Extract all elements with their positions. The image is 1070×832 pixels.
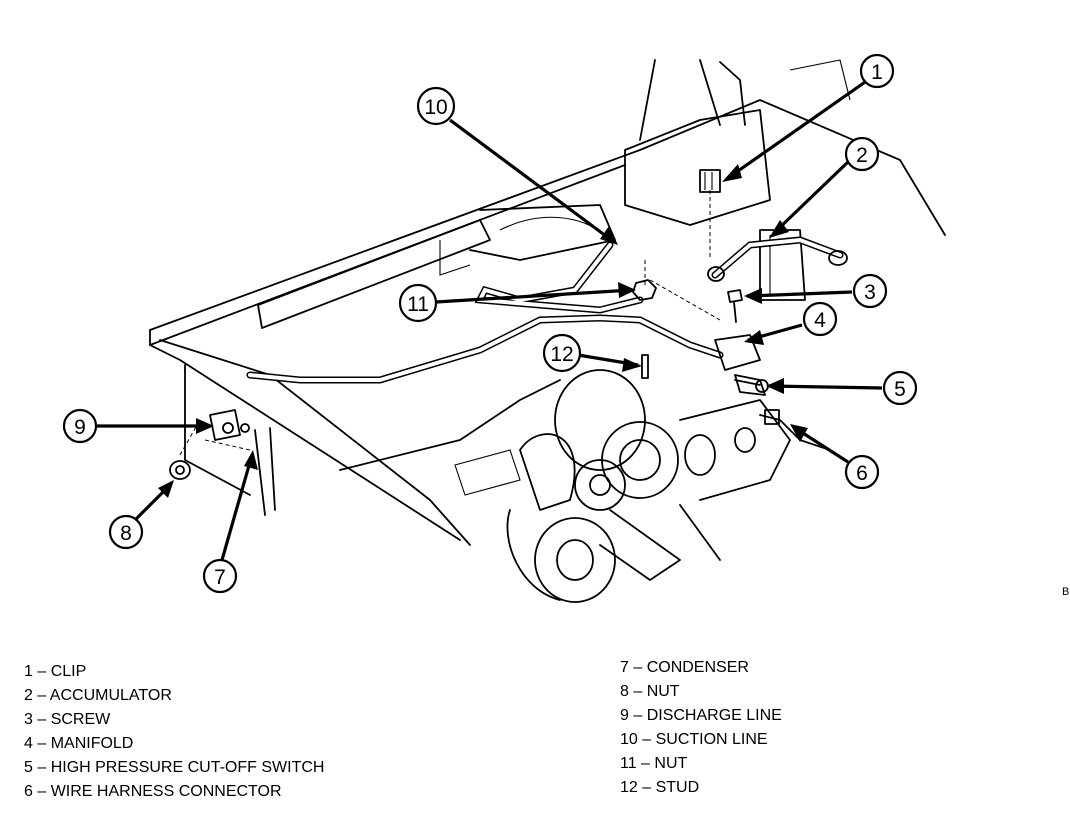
callout-7: 7	[202, 558, 238, 594]
callout-10: 10	[416, 86, 456, 126]
ac-plumbing-diagram: 1 2 3 4 5 6 7 8 9 10 11 12	[62, 53, 946, 603]
legend-item: 2 – ACCUMULATOR	[24, 687, 172, 704]
leader-11	[435, 288, 633, 304]
leader-10	[449, 118, 615, 244]
legend-item: 6 – WIRE HARNESS CONNECTOR	[24, 783, 282, 800]
svg-text:11: 11	[407, 293, 429, 316]
callout-12: 12	[542, 333, 582, 373]
legend-item: 8 – NUT	[620, 683, 680, 700]
engine-bay-drawing	[149, 59, 946, 603]
svg-text:3: 3	[864, 281, 876, 304]
arrowhead-6	[790, 424, 808, 442]
legend-item: 7 – CONDENSER	[620, 659, 749, 676]
arrowhead-12	[622, 358, 642, 372]
callout-2: 2	[844, 136, 880, 172]
arrowhead-3	[744, 288, 762, 304]
callout-9: 9	[62, 408, 98, 444]
figure-code: B	[1062, 586, 1070, 598]
svg-text:8: 8	[120, 522, 132, 545]
legend-left: 1 – CLIP 2 – ACCUMULATOR 3 – SCREW 4 – M…	[24, 660, 324, 804]
arrowhead-2	[769, 220, 789, 238]
callout-leaders	[96, 78, 883, 561]
legend-item: 11 – NUT	[620, 755, 688, 772]
arrowhead-10	[600, 226, 618, 245]
legend-item: 5 – HIGH PRESSURE CUT-OFF SWITCH	[24, 759, 325, 776]
legend-item: 1 – CLIP	[24, 663, 87, 680]
arrowhead-5	[766, 378, 784, 394]
legend-right: 7 – CONDENSER 8 – NUT 9 – DISCHARGE LINE…	[620, 656, 782, 800]
arrowhead-9	[196, 418, 214, 434]
leader-1	[727, 78, 869, 180]
svg-text:12: 12	[550, 343, 573, 366]
svg-text:2: 2	[856, 144, 868, 167]
leader-2	[773, 160, 850, 234]
svg-text:5: 5	[894, 378, 906, 401]
callout-3: 3	[852, 273, 888, 309]
arrowhead-8	[158, 480, 174, 498]
legend-item: 12 – STUD	[620, 779, 700, 796]
arrowhead-7	[244, 450, 258, 470]
legend-item: 10 – SUCTION LINE	[620, 731, 768, 748]
svg-text:6: 6	[856, 462, 868, 485]
arrowhead-11	[618, 282, 636, 298]
leader-7	[220, 454, 254, 561]
legend-item: 9 – DISCHARGE LINE	[620, 707, 782, 724]
legend-item: 3 – SCREW	[24, 711, 111, 728]
svg-text:4: 4	[814, 309, 826, 332]
legend-item: 4 – MANIFOLD	[24, 735, 134, 752]
svg-text:9: 9	[74, 416, 86, 439]
callout-4: 4	[802, 301, 838, 337]
callout-11: 11	[398, 283, 438, 323]
leader-3	[747, 290, 853, 298]
arrowhead-1	[722, 164, 742, 182]
callout-8: 8	[108, 514, 144, 550]
svg-text:10: 10	[424, 96, 447, 119]
svg-text:7: 7	[214, 566, 226, 589]
svg-text:1: 1	[871, 61, 883, 84]
callout-5: 5	[882, 370, 918, 406]
callout-6: 6	[844, 454, 880, 490]
leader-5	[769, 384, 883, 390]
callout-1: 1	[859, 53, 895, 89]
arrowhead-4	[744, 330, 764, 345]
